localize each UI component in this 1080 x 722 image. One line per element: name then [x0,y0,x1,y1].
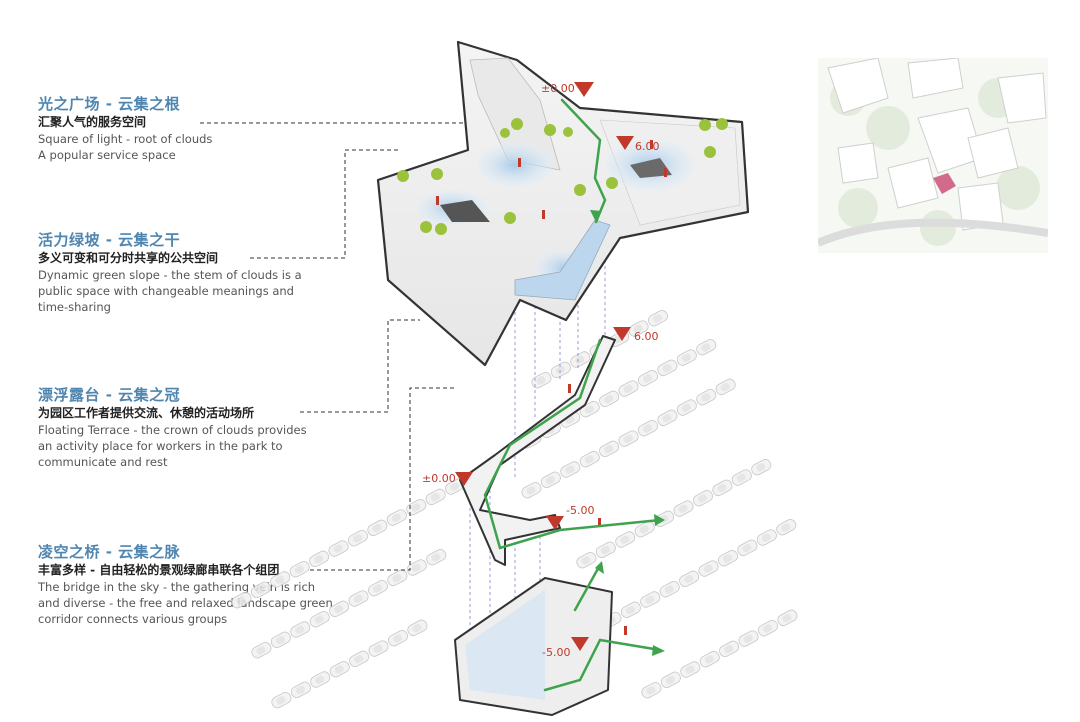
sky-bridge [460,336,615,565]
elevation-label-lower-left: ±0.00 [422,472,456,485]
elevation-label-bottom: -5.00 [542,646,570,659]
light-pool [477,143,553,187]
elevation-label-mid: 6.00 [634,330,659,343]
lower-building [455,578,612,715]
elevation-label-upper-right: 6.00 [635,140,660,153]
site-map-inset [818,58,1048,253]
elevation-label-lower-mid: -5.00 [566,504,594,517]
elevation-label-top: ±0.00 [541,82,575,95]
